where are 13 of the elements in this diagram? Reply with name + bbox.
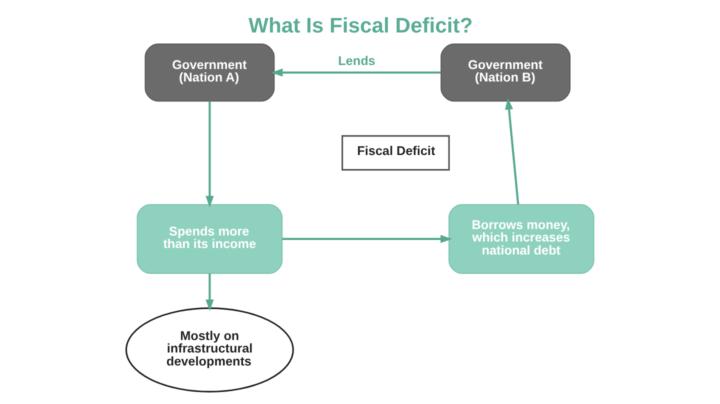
node-box: Borrows money, which increases national debt [448, 204, 594, 274]
arrow [271, 68, 441, 77]
arrow [206, 101, 214, 208]
node-box: Spends more than its income [136, 204, 283, 274]
node-box: Fiscal Deficit [342, 135, 450, 171]
arrow [504, 98, 520, 204]
node-box: Government (Nation B) [440, 44, 571, 102]
edge-label: Lends [338, 54, 376, 68]
diagram-title: What Is Fiscal Deficit? [248, 14, 473, 38]
arrow [206, 274, 214, 312]
node-ellipse: Mostly on infrastructural developments [125, 307, 294, 392]
arrow [282, 234, 452, 244]
node-box: Government (Nation A) [144, 44, 275, 102]
